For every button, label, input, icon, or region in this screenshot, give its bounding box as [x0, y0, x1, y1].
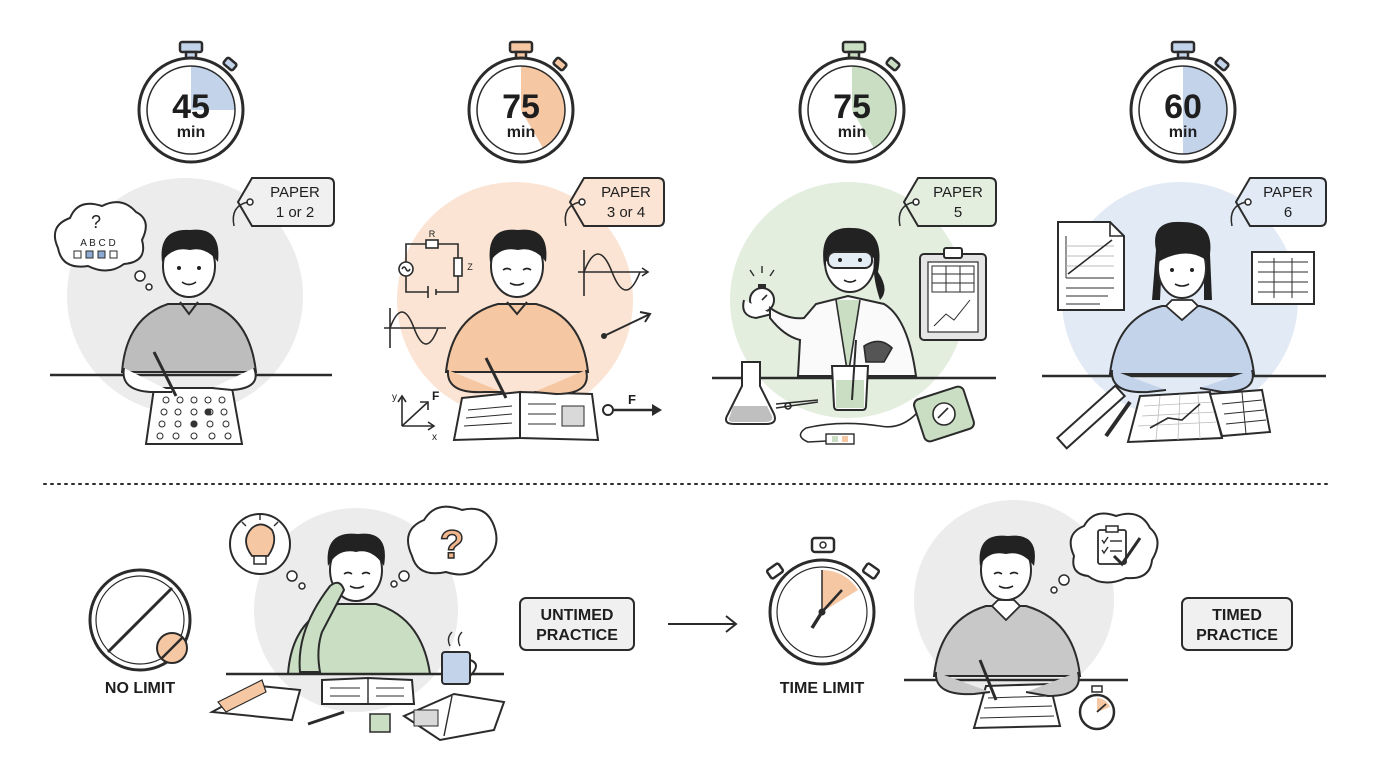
stopwatch-icon: 75 min [798, 40, 906, 164]
paper-tag-line1: PAPER [1263, 184, 1313, 201]
tweezers-icon [775, 399, 819, 410]
paper-tag: PAPER 1 or 2 [232, 177, 335, 227]
coffee-mug-icon [441, 631, 477, 685]
timer-value: 45 [172, 88, 210, 126]
lightbulb-icon [245, 523, 276, 557]
progression-arrow-icon [668, 615, 738, 633]
timer-unit: min [838, 124, 866, 141]
stopwatch-icon: 60 min [1129, 40, 1237, 164]
axis-label-y: y [392, 392, 397, 403]
paper-tag: PAPER 5 [898, 177, 997, 227]
time-limit-stopwatch [765, 536, 881, 666]
thinking-student-panel: ? [208, 505, 506, 742]
question-thought-bubble: ? [390, 505, 498, 588]
thought-options: A B C D [80, 238, 116, 249]
hand-stopwatch-icon [742, 266, 775, 320]
paper-tag-line2: 6 [1284, 204, 1292, 221]
clipboard-check-icon [1097, 525, 1142, 567]
checklist-thought-bubble [1050, 512, 1159, 594]
student-arms [1110, 369, 1254, 394]
paper-panel-2: 75 min PAPER 3 or 4 R Z [384, 40, 665, 443]
paper-tag: PAPER 6 [1230, 177, 1327, 227]
timed-practice-badge: TIMED PRACTICE [1181, 597, 1293, 651]
axis-label-x: x [432, 432, 437, 443]
paper-tag-line1: PAPER [270, 184, 320, 201]
circuit-diagram: R Z [398, 229, 473, 298]
timer-fill [852, 66, 896, 149]
force-axes: y x F [392, 389, 439, 443]
timer-fill [1183, 66, 1227, 154]
student-figure [444, 229, 590, 373]
timer-fill [191, 66, 235, 110]
timed-label-line2: PRACTICE [1196, 627, 1278, 644]
time-limit-label: TIME LIMIT [780, 680, 865, 697]
notebook [452, 390, 600, 442]
timer-unit: min [507, 124, 535, 141]
paper-panel-3: 75 min PAPER 5 [712, 40, 997, 445]
ruler-icon [1055, 384, 1127, 450]
timer-unit: min [177, 124, 205, 141]
paper-tag: PAPER 3 or 4 [564, 177, 665, 227]
scientist-figure [769, 227, 918, 377]
multimeter-icon [799, 385, 975, 445]
clipboard-icon [919, 247, 987, 341]
student-arms [446, 357, 588, 399]
student-arms [934, 659, 1080, 701]
thought-bubble: ? A B C D [54, 201, 153, 291]
thought-question-mark: ? [91, 212, 101, 232]
vector-arrow-icon [601, 311, 652, 339]
timed-label-line1: TIMED [1212, 607, 1262, 624]
small-stopwatch-icon [1078, 685, 1116, 731]
lightbulb-thought-bubble [229, 513, 306, 590]
untimed-practice-badge: UNTIMED PRACTICE [519, 597, 635, 651]
timer-unit: min [1169, 124, 1197, 141]
flask-icon [725, 361, 776, 425]
paper-panel-4: 60 min PAPER 6 [1042, 40, 1327, 450]
answer-sheet [144, 387, 244, 445]
stopwatch-icon: 45 min [137, 40, 245, 164]
student-arms [122, 351, 257, 397]
timed-student-panel [904, 500, 1159, 731]
paper-tag-line2: 1 or 2 [276, 204, 314, 221]
data-table-icon [1251, 251, 1315, 305]
timer-value: 75 [833, 88, 871, 126]
no-limit-clock [88, 568, 192, 672]
paper-tag-line1: PAPER [933, 184, 983, 201]
force-arrow-icon: F [602, 392, 662, 416]
beaker-icon [830, 339, 870, 411]
stopwatch-icon: 75 min [467, 40, 575, 164]
paper-tag-line2: 3 or 4 [607, 204, 645, 221]
student-figure [1108, 221, 1256, 375]
pencil-icon [1104, 400, 1132, 438]
force-label: F [628, 392, 636, 407]
untimed-label-line1: UNTIMED [541, 607, 614, 624]
graph-sheet-icon [1057, 221, 1125, 311]
wave-graph [384, 250, 650, 348]
circuit-label-r: R [429, 229, 436, 239]
paper-panel-1: 45 min PAPER 1 or 2 ? A B C D [50, 40, 335, 445]
untimed-label-line2: PRACTICE [536, 627, 618, 644]
question-mark: ? [440, 523, 464, 567]
paper-tag-line2: 5 [954, 204, 962, 221]
timer-fill [521, 66, 565, 149]
graph-paper [1126, 388, 1272, 444]
student-figure [932, 535, 1082, 677]
student-figure [286, 533, 432, 675]
paper-tag-line1: PAPER [601, 184, 651, 201]
timer-value: 75 [502, 88, 540, 126]
no-entry-icon [156, 632, 188, 664]
axis-label-f: F [432, 389, 439, 403]
timer-value: 60 [1164, 88, 1202, 126]
circuit-label-z: Z [467, 262, 473, 272]
open-books [208, 676, 506, 742]
no-limit-label: NO LIMIT [105, 680, 175, 697]
